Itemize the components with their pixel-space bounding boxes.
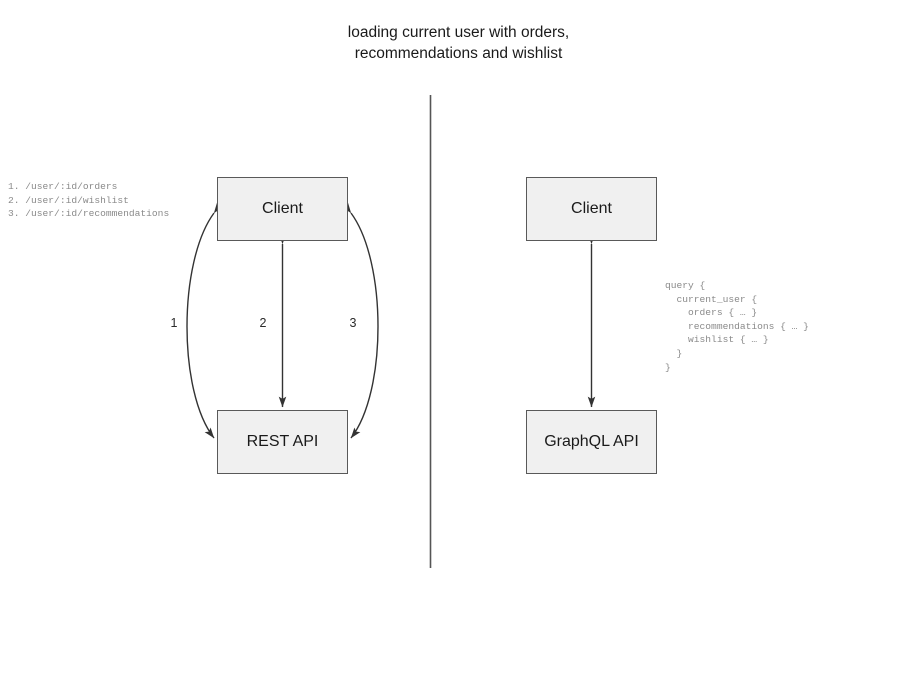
- rest-endpoint-list: 1. /user/:id/orders 2. /user/:id/wishlis…: [8, 181, 170, 220]
- arrow-rest-edge-1: [186, 202, 224, 439]
- edge-label-1: 1: [170, 316, 178, 330]
- edge-label-2: 2: [259, 316, 267, 330]
- page-title: loading current user with orders, recomm…: [347, 24, 570, 62]
- node-client-graphql[interactable]: Client: [526, 177, 657, 241]
- graphql-query-block: query { current_user { orders { … } reco…: [665, 280, 809, 373]
- edge-label-3: 3: [349, 316, 357, 330]
- arrow-rest-edge-3: [341, 202, 379, 439]
- node-rest-api[interactable]: REST API: [217, 410, 348, 474]
- node-client-rest[interactable]: Client: [217, 177, 348, 241]
- node-graphql-api[interactable]: GraphQL API: [526, 410, 657, 474]
